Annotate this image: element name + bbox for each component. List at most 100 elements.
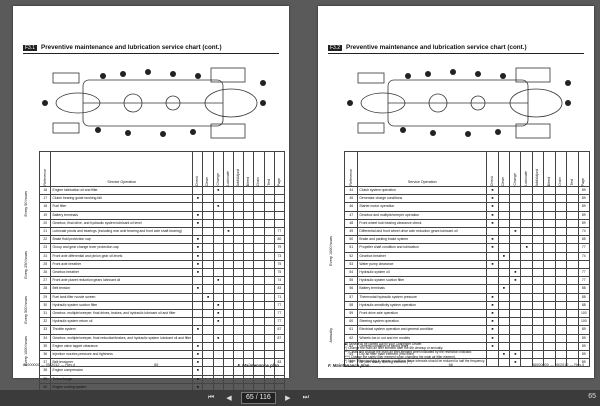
section-title: Preventive maintenance and lubrication s…	[346, 44, 527, 51]
col-page: Page	[577, 151, 591, 187]
row-mark: ■	[486, 259, 499, 270]
col-lubricate: Lubricate	[520, 151, 533, 187]
row-operation: Water pump clearance	[357, 259, 488, 270]
row-operation: Front axle planet reduction gears lubric…	[50, 276, 194, 286]
viewer-toolbar: ⏮ ◀ 65 / 116 ▶ ⏭ 65	[0, 390, 600, 406]
first-page-button[interactable]: ⏮	[207, 394, 215, 401]
row-mark	[212, 218, 224, 229]
row-mark	[566, 300, 579, 311]
row-mark	[243, 366, 255, 376]
row-mark	[543, 317, 556, 327]
row-mark	[554, 185, 568, 196]
row-mark	[232, 350, 245, 360]
row-mark	[232, 309, 245, 319]
col-add-adjust: Add/Adjust	[232, 151, 245, 187]
row-mark: ■	[486, 325, 499, 335]
row-mark	[253, 185, 265, 196]
row-mark	[253, 235, 265, 245]
row-mark: 77	[577, 243, 591, 253]
row-mark	[243, 333, 255, 343]
footnote: (**) Clean and change the main air filte…	[344, 350, 473, 355]
row-mark	[543, 284, 556, 294]
row-ref: 30	[38, 300, 52, 311]
row-mark	[508, 202, 522, 212]
row-operation: Engine lubrication oil and filter	[50, 185, 194, 196]
row-mark: ■	[192, 243, 204, 253]
row-mark	[232, 210, 245, 220]
row-mark: 89	[577, 341, 591, 352]
row-mark: ■	[497, 251, 511, 261]
row-mark	[531, 325, 545, 335]
row-ref: 35	[38, 341, 52, 352]
row-operation: Engine compression	[50, 366, 194, 376]
page-number-input[interactable]: 65 / 116	[241, 392, 276, 404]
row-mark	[232, 185, 245, 196]
row-ref: 21	[38, 227, 52, 237]
col-ref: Reference	[343, 151, 359, 187]
col-drain: Drain	[554, 151, 568, 187]
row-operation: Gearbox breather	[50, 268, 194, 278]
row-operation: Group and gear change lever protection c…	[50, 243, 194, 253]
row-mark: ■	[192, 210, 204, 220]
row-mark: ■	[192, 284, 204, 294]
row-mark	[520, 276, 533, 286]
next-page-button[interactable]: ▶	[285, 395, 291, 402]
row-mark	[531, 202, 545, 212]
zoom-level[interactable]: 65	[588, 393, 596, 400]
row-mark	[202, 374, 214, 384]
row-mark	[202, 350, 214, 360]
row-ref: 64	[343, 350, 359, 360]
row-mark: ■	[192, 350, 204, 360]
row-mark	[566, 317, 579, 327]
row-mark	[202, 366, 214, 376]
row-mark	[554, 300, 568, 311]
row-operation: Generator charge conditions	[357, 194, 488, 204]
row-mark	[212, 366, 224, 376]
row-operation: Starter motor operation	[357, 202, 488, 212]
row-mark	[222, 235, 234, 245]
col-lubricate: Lubricate	[222, 151, 234, 187]
row-mark	[202, 276, 214, 286]
last-page-button[interactable]: ⏭	[302, 394, 309, 401]
row-mark	[253, 333, 265, 343]
row-mark: ■	[192, 366, 204, 376]
row-mark	[263, 268, 275, 278]
interval-group-label: Every 50 hours	[24, 191, 28, 217]
row-mark	[253, 325, 265, 335]
interval-group-label: Every 1000 hours	[24, 336, 28, 366]
row-mark: ■	[192, 194, 204, 204]
row-operation: Clutch bearing guide bushing fall	[50, 194, 194, 204]
row-mark	[192, 309, 204, 319]
row-ref: 22	[38, 235, 52, 245]
row-mark	[554, 284, 568, 294]
row-mark: ■	[486, 292, 499, 302]
row-mark	[232, 374, 245, 384]
col-op: Service Operation	[357, 151, 488, 187]
row-ref: 17	[38, 194, 52, 204]
row-mark	[520, 300, 533, 311]
row-mark	[222, 194, 234, 204]
row-mark	[497, 292, 511, 302]
page-number: 66	[448, 363, 453, 367]
row-mark: ■	[520, 243, 533, 253]
row-mark	[508, 309, 522, 319]
row-mark	[192, 202, 204, 212]
row-mark	[531, 300, 545, 311]
row-operation: Hydraulic sensitivity system operation	[357, 300, 488, 311]
row-mark	[531, 227, 545, 237]
row-mark: ■	[486, 218, 499, 229]
row-mark	[263, 194, 275, 204]
prev-page-button[interactable]: ◀	[226, 395, 232, 402]
row-operation: Hydraulic system oil	[357, 268, 488, 278]
row-mark	[273, 366, 286, 376]
